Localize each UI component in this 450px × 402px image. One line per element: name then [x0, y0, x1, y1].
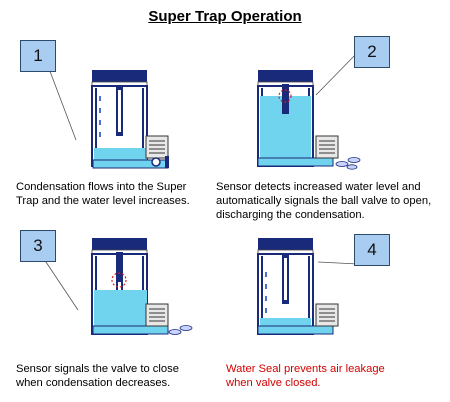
step-4-caption: Water Seal prevents air leakage when val… [226, 363, 385, 389]
step-2-caption: Sensor detects increased water level and… [216, 181, 432, 221]
panel-3-illustration [45, 237, 193, 335]
diagram-title: Super Trap Operation [148, 8, 302, 25]
panel-1-illustration [47, 65, 169, 169]
step-3-number-box: 3 [20, 230, 56, 262]
panel-4-illustration [257, 237, 359, 335]
step-1-caption: Condensation flows into the Super Trap a… [16, 181, 190, 207]
panel-2-illustration [257, 51, 361, 170]
step-2-number-box: 2 [354, 36, 390, 68]
step-4-number-box: 4 [354, 234, 390, 266]
step-3-caption: Sensor signals the valve to close when c… [16, 363, 179, 389]
step-1-number-box: 1 [20, 40, 56, 72]
